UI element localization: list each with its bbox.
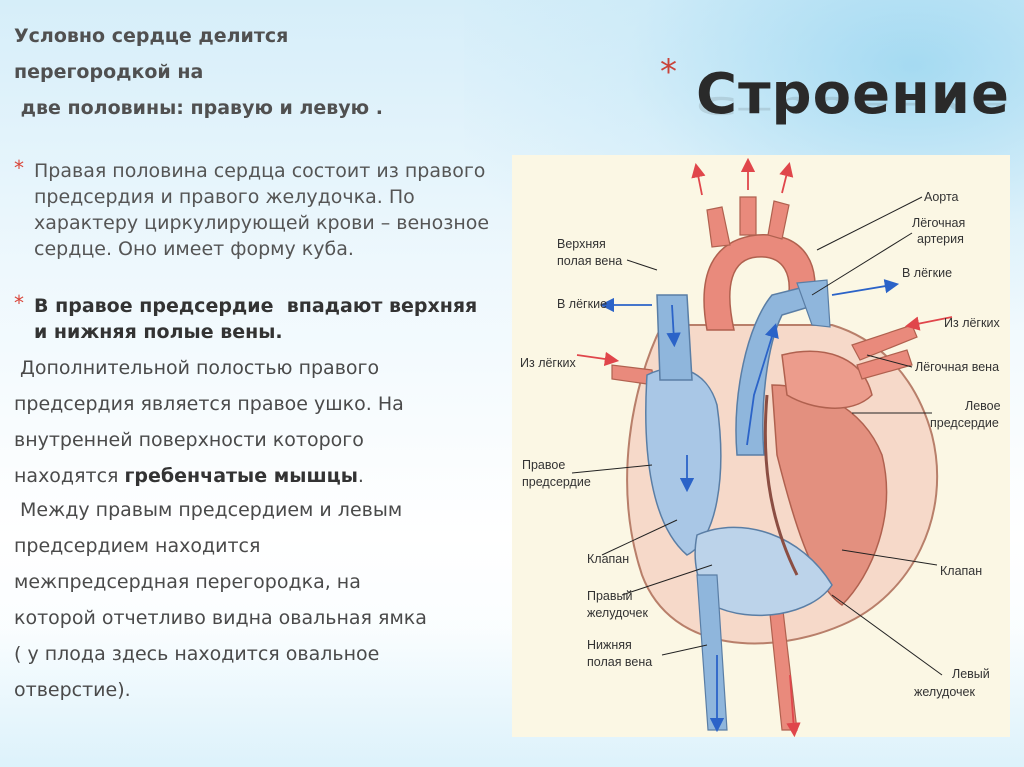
- pectinate-muscles-term: гребенчатые мышцы: [124, 465, 357, 487]
- label-aorta: Аорта: [924, 190, 959, 204]
- label-from-lungs-left: Из лёгких: [520, 356, 576, 370]
- label-right-atrium-1: Правое: [522, 458, 565, 472]
- para2-line-4: которой отчетливо видна овальная ямка: [14, 607, 427, 629]
- label-to-lungs-right: В лёгкие: [902, 266, 952, 280]
- bullet-star-icon: *: [14, 290, 24, 316]
- para2-line-3: межпредсердная перегородка, на: [14, 571, 361, 593]
- aorta-branch-3: [768, 201, 789, 239]
- label-left-ventricle-1: Левый: [952, 667, 990, 681]
- bullet-venae-cavae-text: В правое предсердие впадают верхняя и ни…: [34, 293, 494, 345]
- label-valve-right: Клапан: [940, 564, 982, 578]
- aorta-branch-2: [740, 197, 756, 235]
- para1-line-2: предсердия является правое ушко. На: [14, 393, 404, 415]
- label-valve-left: Клапан: [587, 552, 629, 566]
- intro-line-2: перегородкой на: [14, 54, 383, 90]
- heart-diagram: Аорта Лёгочная артерия В лёгкие Из лёгки…: [512, 155, 1010, 737]
- para2-line-2: предсердием находится: [14, 535, 260, 557]
- para1-line-4a: находятся: [14, 465, 124, 487]
- arrow-from-lungs-left: [577, 355, 612, 360]
- aorta-branch-1: [707, 207, 730, 247]
- label-right-atrium-2: предсердие: [522, 475, 591, 489]
- label-to-lungs-left: В лёгкие: [557, 297, 607, 311]
- intro-line-3: две половины: правую и левую .: [14, 90, 383, 126]
- intro-text: Условно сердце делится перегородкой на д…: [14, 18, 383, 126]
- bullet-right-half: * Правая половина сердца состоит из прав…: [14, 158, 494, 262]
- label-pulmonary-vein: Лёгочная вена: [915, 360, 999, 374]
- label-svc-2: полая вена: [557, 254, 622, 268]
- arrow-to-lungs-right: [832, 285, 892, 295]
- page-title-reflection-text: Строение: [696, 91, 1010, 120]
- para1-line-3: внутренней поверхности которого: [14, 429, 364, 451]
- paragraph-septum: Между правым предсердием и левым предсер…: [14, 492, 514, 708]
- para2-line-6: отверстие).: [14, 679, 131, 701]
- para1-line-4c: .: [358, 465, 364, 487]
- page-title-reflection: Строение: [696, 91, 1010, 120]
- label-from-lungs-right: Из лёгких: [944, 316, 1000, 330]
- label-left-atrium-1: Левое: [965, 399, 1001, 413]
- label-svc-1: Верхняя: [557, 237, 606, 251]
- bullet-right-half-text: Правая половина сердца состоит из правог…: [34, 158, 494, 262]
- label-left-atrium-2: предсердие: [930, 416, 999, 430]
- arrow-aorta-1: [697, 170, 702, 195]
- label-right-ventricle-2: желудочек: [587, 606, 648, 620]
- para2-line-5: ( у плода здесь находится овальное: [14, 643, 379, 665]
- label-ivc-1: Нижняя: [587, 638, 632, 652]
- title-star-icon: *: [660, 52, 677, 92]
- label-pulmonary-artery-1: Лёгочная: [912, 216, 965, 230]
- bullet-star-icon: *: [14, 155, 24, 181]
- bullet-venae-cavae: * В правое предсердие впадают верхняя и …: [14, 293, 494, 345]
- intro-line-1: Условно сердце делится: [14, 18, 383, 54]
- arrow-aorta-3: [782, 169, 788, 193]
- label-pulmonary-artery-2: артерия: [917, 232, 964, 246]
- label-ivc-2: полая вена: [587, 655, 652, 669]
- label-left-ventricle-2: желудочек: [914, 685, 975, 699]
- para2-line-1: Между правым предсердием и левым: [14, 499, 402, 521]
- paragraph-auricle: Дополнительной полостью правого предсерд…: [14, 350, 514, 494]
- para1-line-1: Дополнительной полостью правого: [14, 357, 379, 379]
- heart-diagram-svg: Аорта Лёгочная артерия В лёгкие Из лёгки…: [512, 155, 1010, 737]
- label-right-ventricle-1: Правый: [587, 589, 633, 603]
